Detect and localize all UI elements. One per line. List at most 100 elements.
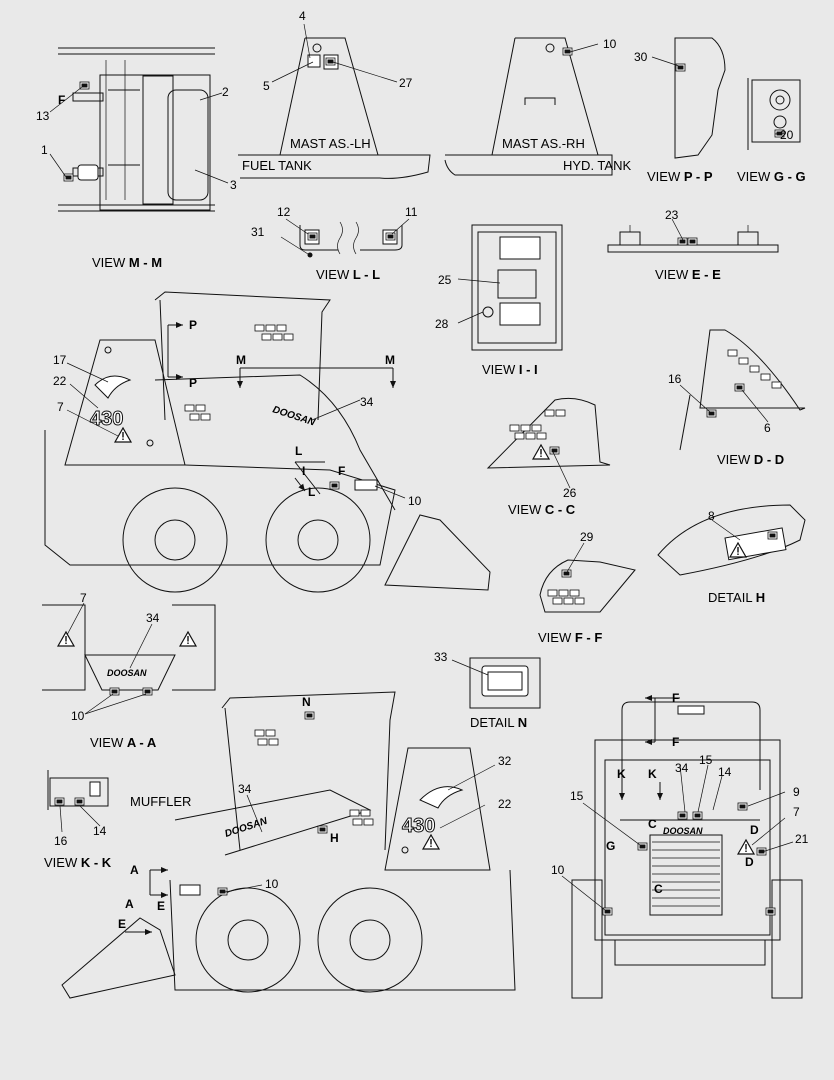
detail-h bbox=[657, 504, 806, 576]
view-m-m bbox=[58, 47, 215, 212]
loader-left-side: 430 DOOSAN bbox=[44, 291, 491, 593]
caption-view-m-m: VIEW M - M bbox=[92, 255, 162, 270]
part-8: 8 bbox=[708, 509, 715, 523]
part-10-aa: 10 bbox=[71, 709, 85, 723]
part-30: 30 bbox=[634, 50, 648, 64]
brand-logo-aa: DOOSAN bbox=[107, 668, 147, 678]
part-7-aa: 7 bbox=[80, 591, 87, 605]
part-numbers: 1 2 3 13 4 5 27 10 30 20 12 11 31 23 25 … bbox=[36, 9, 809, 891]
part-10-rear: 10 bbox=[551, 863, 565, 877]
brand-logo-left: DOOSAN bbox=[271, 404, 317, 428]
view-e-e bbox=[607, 225, 779, 253]
caption-view-g-g: VIEW G - G bbox=[737, 169, 806, 184]
section-f-mm: F bbox=[58, 93, 65, 107]
part-3: 3 bbox=[230, 178, 237, 192]
part-23: 23 bbox=[665, 208, 679, 222]
section-n: N bbox=[302, 695, 311, 709]
caption-view-k-k: VIEW K - K bbox=[44, 855, 112, 870]
part-6: 6 bbox=[764, 421, 771, 435]
detail-n bbox=[469, 657, 541, 709]
section-d-top: D bbox=[750, 823, 759, 837]
view-d-d bbox=[679, 329, 806, 451]
view-a-a: DOOSAN bbox=[42, 604, 216, 696]
part-31: 31 bbox=[251, 225, 265, 239]
caption-view-i-i: VIEW I - I bbox=[482, 362, 538, 377]
section-c-top: C bbox=[648, 817, 657, 831]
caption-view-a-a: VIEW A - A bbox=[90, 735, 157, 750]
part-9: 9 bbox=[793, 785, 800, 799]
part-14-kk: 14 bbox=[93, 824, 107, 838]
part-14-rear: 14 bbox=[718, 765, 732, 779]
part-10-left: 10 bbox=[408, 494, 422, 508]
brand-logo-rear: DOOSAN bbox=[663, 826, 703, 836]
part-15-rear: 15 bbox=[699, 753, 713, 767]
part-34-left: 34 bbox=[360, 395, 374, 409]
section-i: I bbox=[302, 464, 305, 478]
section-f-rear-top: F bbox=[672, 691, 679, 705]
section-k-left: K bbox=[617, 767, 626, 781]
part-1: 1 bbox=[41, 143, 48, 157]
caption-view-f-f: VIEW F - F bbox=[538, 630, 602, 645]
caption-view-p-p: VIEW P - P bbox=[647, 169, 713, 184]
part-26: 26 bbox=[563, 486, 577, 500]
mast-lh bbox=[238, 37, 431, 179]
section-a-bottom: A bbox=[125, 897, 134, 911]
part-29: 29 bbox=[580, 530, 594, 544]
component-labels: MAST AS.-LH FUEL TANK MAST AS.-RH HYD. T… bbox=[130, 136, 631, 809]
part-16-kk: 16 bbox=[54, 834, 68, 848]
part-34-right: 34 bbox=[238, 782, 252, 796]
part-22-left: 22 bbox=[53, 374, 67, 388]
view-k-k bbox=[47, 770, 109, 810]
section-d-bottom: D bbox=[745, 855, 754, 869]
part-20: 20 bbox=[780, 128, 794, 142]
caption-detail-h: DETAIL H bbox=[708, 590, 765, 605]
section-f-left: F bbox=[338, 464, 345, 478]
section-g: G bbox=[606, 839, 615, 853]
part-34-aa: 34 bbox=[146, 611, 160, 625]
part-25: 25 bbox=[438, 273, 452, 287]
part-4: 4 bbox=[299, 9, 306, 23]
part-2: 2 bbox=[222, 85, 229, 99]
label-fuel-tank: FUEL TANK bbox=[242, 158, 312, 173]
section-letters: F P P M M L L I F N H A A E E F F K K C … bbox=[58, 93, 759, 931]
section-e-top: E bbox=[157, 899, 165, 913]
part-11: 11 bbox=[405, 205, 418, 219]
label-mast-rh: MAST AS.-RH bbox=[502, 136, 585, 151]
section-h: H bbox=[330, 831, 339, 845]
part-34-rear: 34 bbox=[675, 761, 689, 775]
loader-rear-view: DOOSAN bbox=[571, 701, 803, 999]
view-p-p bbox=[674, 37, 726, 159]
part-10-right: 10 bbox=[265, 877, 279, 891]
section-m-right: M bbox=[385, 353, 395, 367]
view-captions: VIEW M - M VIEW L - L VIEW P - P VIEW G … bbox=[44, 169, 806, 870]
view-i-i bbox=[471, 224, 563, 351]
leader-lines bbox=[49, 23, 794, 911]
model-badge-left: 430 bbox=[90, 408, 123, 430]
section-p-bottom: P bbox=[189, 376, 197, 390]
part-28: 28 bbox=[435, 317, 449, 331]
part-10-top: 10 bbox=[603, 37, 617, 51]
part-17: 17 bbox=[53, 353, 67, 367]
caption-view-l-l: VIEW L - L bbox=[316, 267, 380, 282]
section-m-left: M bbox=[236, 353, 246, 367]
section-l-top: L bbox=[295, 444, 302, 458]
view-c-c bbox=[486, 397, 611, 469]
section-l-bottom: L bbox=[308, 485, 315, 499]
mast-rh bbox=[444, 37, 613, 176]
view-g-g bbox=[747, 78, 801, 150]
part-7-rear: 7 bbox=[793, 805, 800, 819]
part-27: 27 bbox=[399, 76, 413, 90]
part-22-right: 22 bbox=[498, 797, 512, 811]
section-k-right: K bbox=[648, 767, 657, 781]
section-c-bottom: C bbox=[654, 882, 663, 896]
section-a-top: A bbox=[130, 863, 139, 877]
label-mast-lh: MAST AS.-LH bbox=[290, 136, 371, 151]
caption-view-c-c: VIEW C - C bbox=[508, 502, 576, 517]
view-f-f bbox=[539, 559, 636, 613]
section-f-rear-bottom: F bbox=[672, 735, 679, 749]
model-badge-right: 430 bbox=[402, 815, 435, 837]
part-21: 21 bbox=[795, 832, 809, 846]
caption-detail-n: DETAIL N bbox=[470, 715, 527, 730]
part-7-left: 7 bbox=[57, 400, 64, 414]
